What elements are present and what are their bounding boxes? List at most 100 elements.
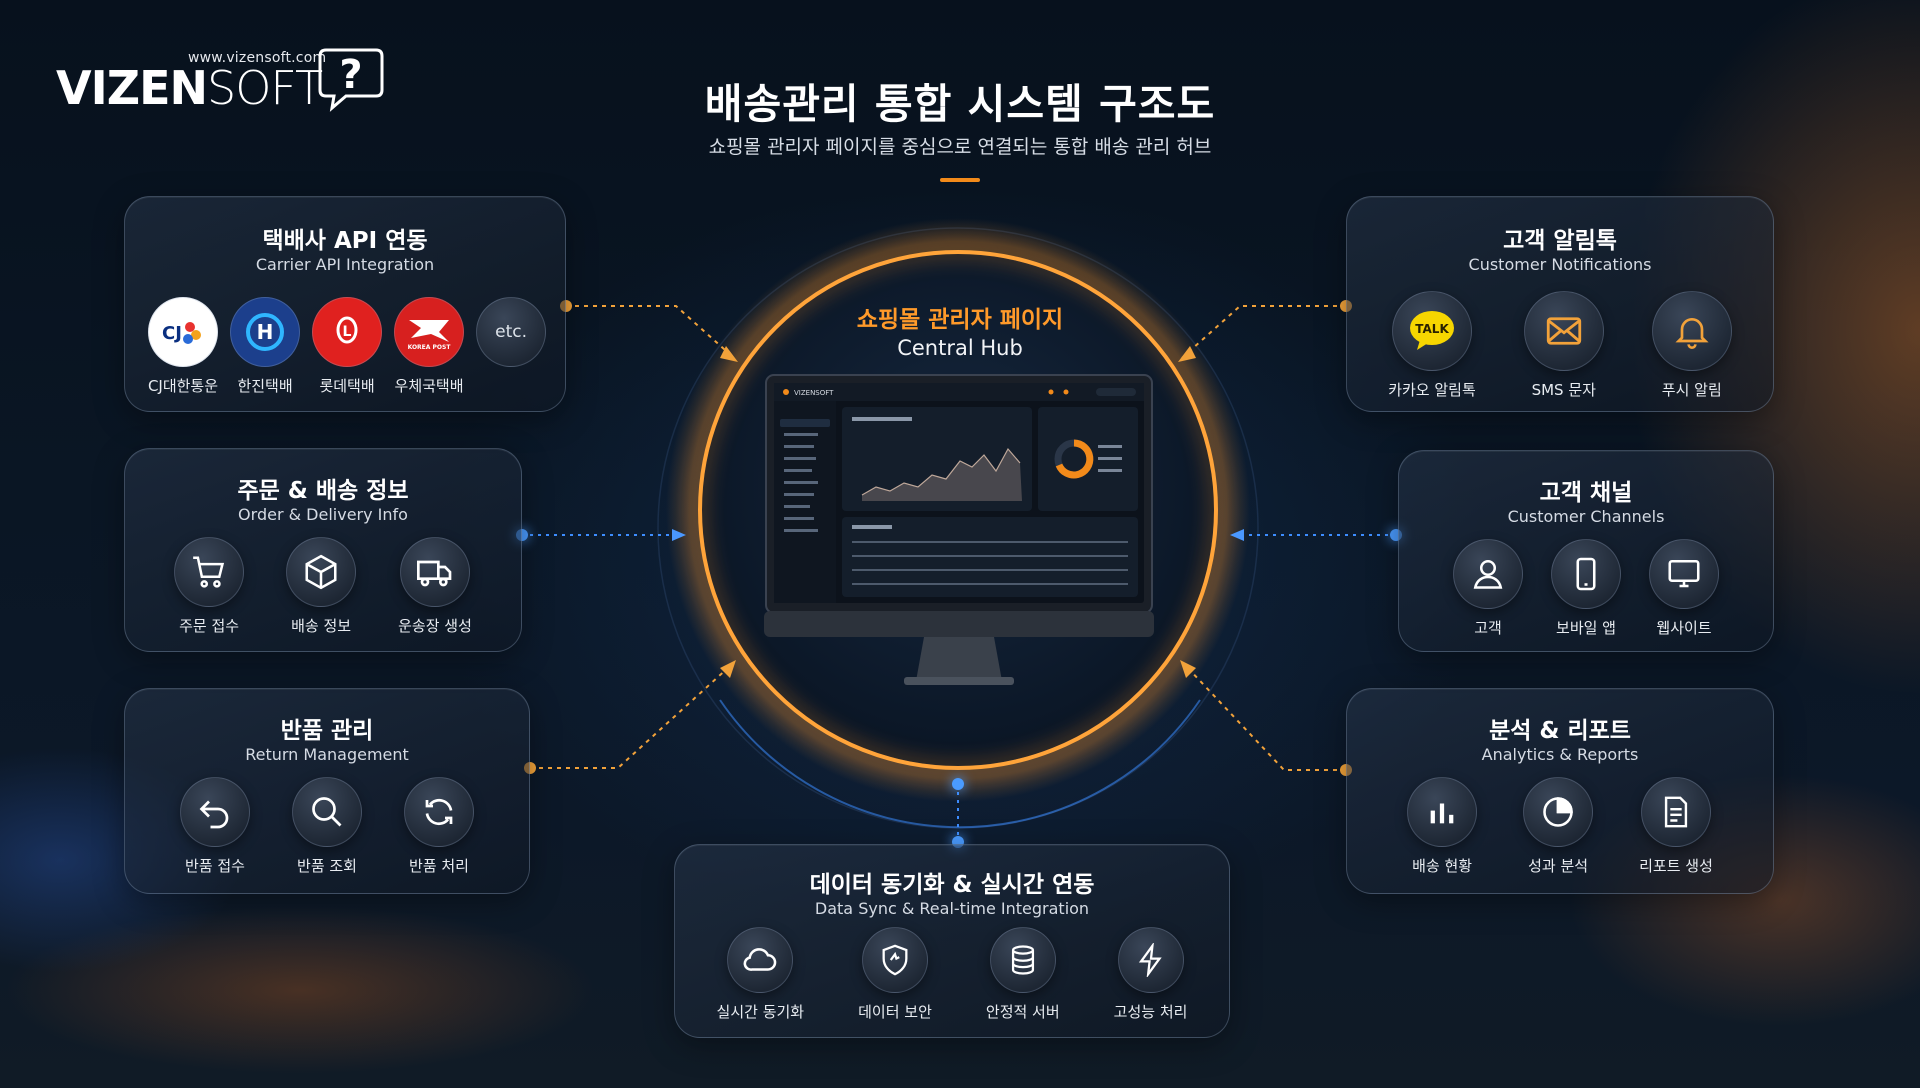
item-performance[interactable]: 성과 분석: [1523, 777, 1594, 876]
truck-icon: [400, 537, 470, 607]
cart-icon: [174, 537, 245, 607]
carrier-lotte[interactable]: L 롯데택배: [312, 297, 383, 396]
item-customer[interactable]: 고객: [1453, 539, 1523, 638]
item-realtime-sync[interactable]: 실시간 동기화: [717, 927, 804, 1022]
kakao-talk-icon: TALK: [1391, 291, 1472, 371]
box-icon: [286, 537, 357, 607]
item-order-received[interactable]: 주문 접수: [174, 537, 245, 636]
arrow-returns: [720, 660, 736, 678]
card-returns: 반품 관리 Return Management 반품 접수 반품 조회 반품 처…: [124, 688, 530, 894]
item-return-lookup[interactable]: 반품 조회: [292, 777, 362, 876]
arrow-analytics: [1180, 660, 1196, 678]
shield-icon: [862, 927, 928, 993]
svg-text:CJ: CJ: [162, 323, 182, 344]
item-mobile-app[interactable]: 보바일 앱: [1551, 539, 1621, 638]
carrier-cj[interactable]: CJ CJ대한통운: [148, 297, 218, 396]
card-title: 고객 알림톡: [1503, 228, 1617, 254]
carrier-korea-post[interactable]: KOREA POST 우체국택배: [394, 297, 465, 396]
node-data-sync-top: [952, 778, 964, 790]
etc-label: etc.: [495, 322, 527, 342]
connector-notifications: [1181, 305, 1346, 359]
arrow-order: [672, 529, 686, 541]
item-high-performance[interactable]: 고성능 처리: [1114, 927, 1187, 1022]
bar-chart-icon: [1407, 777, 1478, 847]
svg-text:KOREA POST: KOREA POST: [408, 344, 452, 351]
mobile-icon: [1551, 539, 1621, 609]
card-carrier-api: 택배사 API 연동 Carrier API Integration CJ CJ…: [124, 196, 566, 412]
refresh-icon: [404, 777, 474, 847]
carrier-etc[interactable]: etc.: [476, 297, 547, 396]
logo-wordmark: VIZENSOFT: [56, 61, 323, 115]
card-title: 주문 & 배송 정보: [237, 478, 409, 504]
item-return-received[interactable]: 반품 접수: [180, 777, 250, 876]
pie-chart-icon: [1523, 777, 1594, 847]
bell-icon: [1651, 291, 1732, 371]
card-customer-notifications: 고객 알림톡 Customer Notifications TALK 카카오 알…: [1346, 196, 1774, 412]
arrow-channels: [1230, 529, 1244, 541]
item-delivery-status[interactable]: 배송 현황: [1407, 777, 1478, 876]
database-icon: [989, 927, 1056, 993]
card-order-delivery: 주문 & 배송 정보 Order & Delivery Info 주문 접수 배…: [124, 448, 522, 652]
hub-blue-arc: [719, 699, 1201, 829]
page-subtitle: 쇼핑몰 관리자 페이지를 중심으로 연결되는 통합 배송 관리 허브: [708, 136, 1212, 158]
card-subtitle: Analytics & Reports: [1481, 745, 1639, 764]
item-data-security[interactable]: 데이터 보안: [858, 927, 932, 1022]
arrow-carrier: [720, 346, 738, 362]
card-title: 고객 채널: [1539, 480, 1633, 506]
card-subtitle: Customer Channels: [1507, 507, 1665, 526]
title-underline: [940, 178, 980, 182]
card-data-sync: 데이터 동기화 & 실시간 연동 Data Sync & Real-time I…: [674, 844, 1230, 1038]
card-title: 반품 관리: [280, 718, 374, 744]
korea-post-logo-icon: KOREA POST: [394, 297, 465, 367]
item-website[interactable]: 웹사이트: [1649, 539, 1719, 638]
return-arrow-icon: [180, 777, 250, 847]
hub-ring: [698, 250, 1218, 770]
hanjin-logo-icon: H: [230, 297, 301, 367]
lotte-logo-icon: L: [312, 297, 383, 367]
carrier-label: 한진택배: [237, 377, 293, 395]
card-subtitle: Data Sync & Real-time Integration: [814, 899, 1090, 918]
card-customer-channels: 고객 채널 Customer Channels 고객 보바일 앱 웹사이트: [1398, 450, 1774, 652]
svg-text:?: ?: [339, 52, 362, 98]
carrier-label: 우체국택배: [394, 377, 464, 395]
item-sms[interactable]: SMS 문자: [1523, 291, 1604, 400]
monitor-icon: [1649, 539, 1719, 609]
search-icon: [292, 777, 362, 847]
carrier-label: CJ대한통운: [147, 377, 219, 395]
item-delivery-info[interactable]: 배송 정보: [286, 537, 357, 636]
cloud-icon: [727, 927, 794, 993]
monitor: VIZENSOFT: [764, 374, 1154, 685]
arrow-notifications: [1178, 346, 1196, 362]
hub-title: 쇼핑몰 관리자 페이지: [856, 307, 1064, 333]
report-icon: [1641, 777, 1711, 847]
speech-bubble-question-icon: ?: [318, 48, 384, 112]
card-subtitle: Customer Notifications: [1468, 255, 1652, 274]
carrier-hanjin[interactable]: H 한진택배: [230, 297, 301, 396]
card-subtitle: Return Management: [245, 745, 409, 764]
card-title: 택배사 API 연동: [262, 228, 428, 254]
card-analytics: 분석 & 리포트 Analytics & Reports 배송 현황 성과 분석…: [1346, 688, 1774, 894]
card-subtitle: Carrier API Integration: [255, 255, 435, 274]
cj-logo-icon: CJ: [147, 297, 218, 367]
item-report[interactable]: 리포트 생성: [1639, 777, 1713, 876]
monitor-base: [904, 677, 1014, 685]
user-icon: [1453, 539, 1523, 609]
connector-analytics: [1185, 665, 1346, 771]
svg-text:H: H: [257, 320, 274, 344]
svg-text:L: L: [343, 324, 352, 340]
item-kakao-talk[interactable]: TALK 카카오 알림톡: [1388, 291, 1476, 400]
svg-text:TALK: TALK: [1415, 322, 1449, 336]
item-waybill[interactable]: 운송장 생성: [398, 537, 472, 636]
hub-subtitle: Central Hub: [897, 336, 1023, 360]
monitor-brand: VIZENSOFT: [794, 389, 834, 397]
page-title: 배송관리 통합 시스템 구조도: [704, 80, 1216, 128]
lightning-icon: [1117, 927, 1184, 993]
item-push[interactable]: 푸시 알림: [1651, 291, 1732, 400]
item-stable-server[interactable]: 안정적 서버: [986, 927, 1060, 1022]
envelope-icon: [1523, 291, 1604, 371]
item-return-process[interactable]: 반품 처리: [404, 777, 474, 876]
logo-url: www.vizensoft.com: [188, 50, 327, 66]
carrier-label: 롯데택배: [319, 377, 375, 395]
